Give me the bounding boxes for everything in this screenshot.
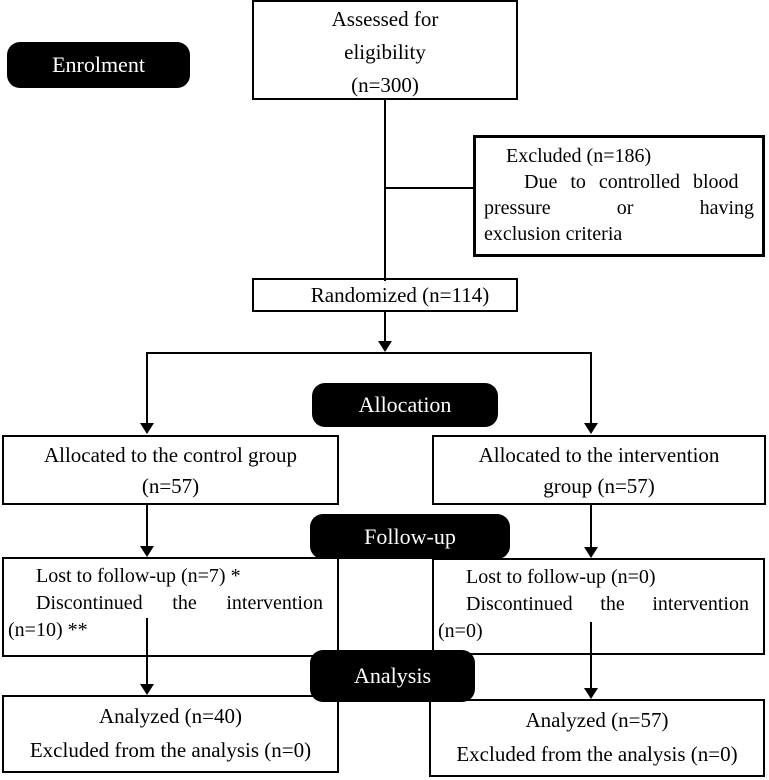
excluded-line-1: Excluded (n=186) <box>506 145 652 167</box>
analyzed-control-box: Analyzed (n=40) Excluded from the analys… <box>2 695 339 773</box>
randomized-text: Randomized (n=114) <box>310 283 490 307</box>
lost-intervention-paragraph: Discontinued the intervention (n=0) <box>438 593 749 642</box>
analyzed-control-line-2: Excluded from the analysis (n=0) <box>29 738 312 762</box>
arrowhead-intervention-followup <box>584 547 598 558</box>
assessed-line-2: eligibility <box>344 40 426 64</box>
lost-control-paragraph: Discontinued the intervention (n=10) ** <box>8 592 323 641</box>
excluded-word-pressure: pressure <box>484 197 551 219</box>
lost-control-box: Lost to follow-up (n=7) * Discontinued t… <box>2 557 339 657</box>
assessed-eligibility-box: Assessed for eligibility (n=300) <box>252 0 518 100</box>
excluded-line-3: pressure or having <box>484 195 754 221</box>
analyzed-control-line-1: Analyzed (n=40) <box>98 704 243 728</box>
connector-control-to-followup <box>146 505 148 547</box>
lost-control-line-1: Lost to follow-up (n=7) * <box>36 565 241 587</box>
stage-label-followup: Follow-up <box>310 514 510 559</box>
allocated-control-box: Allocated to the control group (n=57) <box>2 435 339 505</box>
excluded-line-4: exclusion criteria <box>484 223 623 245</box>
arrowhead-intervention-allocation <box>584 423 598 434</box>
connector-intervention-to-followup <box>590 505 592 548</box>
analyzed-intervention-line-2: Excluded from the analysis (n=0) <box>456 742 738 766</box>
stage-label-enrolment: Enrolment <box>7 42 190 88</box>
allocated-control-line-1: Allocated to the control group <box>43 443 298 467</box>
allocated-control-line-2: (n=57) <box>141 474 200 498</box>
excluded-line-2: Due to controlled blood <box>524 171 739 193</box>
assessed-line-3: (n=300) <box>351 73 419 97</box>
stage-label-analysis: Analysis <box>310 650 475 702</box>
allocated-intervention-box: Allocated to the intervention group (n=5… <box>432 435 766 505</box>
connector-randomized-to-branch <box>384 312 386 342</box>
allocated-intervention-line-2: group (n=57) <box>543 474 655 498</box>
connector-branch-to-intervention <box>590 352 592 424</box>
stage-label-allocation: Allocation <box>312 383 498 427</box>
arrowhead-control-followup <box>140 546 154 557</box>
connector-spur-to-excluded <box>385 187 473 189</box>
connector-assessed-to-randomized <box>384 100 386 281</box>
lost-intervention-line-1: Lost to follow-up (n=0) <box>466 566 656 588</box>
analyzed-intervention-box: Analyzed (n=57) Excluded from the analys… <box>429 699 765 777</box>
connector-intervention-to-analysis <box>590 622 592 689</box>
connector-branch-to-control <box>146 352 148 424</box>
excluded-box: Excluded (n=186) Due to controlled blood… <box>473 135 765 257</box>
arrowhead-randomized-branch <box>378 341 392 352</box>
arrowhead-intervention-analysis <box>584 688 598 699</box>
arrowhead-control-analysis <box>140 684 154 695</box>
analyzed-intervention-line-1: Analyzed (n=57) <box>525 708 669 732</box>
allocated-intervention-line-1: Allocated to the intervention <box>478 443 720 467</box>
randomized-box: Randomized (n=114) <box>252 278 518 312</box>
lost-intervention-box: Lost to follow-up (n=0) Discontinued the… <box>432 558 765 655</box>
excluded-word-or: or <box>616 197 634 219</box>
assessed-line-1: Assessed for <box>331 7 439 31</box>
connector-control-to-analysis <box>146 618 148 685</box>
arrowhead-control-allocation <box>140 423 154 434</box>
excluded-word-having: having <box>699 197 754 219</box>
branch-line <box>146 352 592 354</box>
